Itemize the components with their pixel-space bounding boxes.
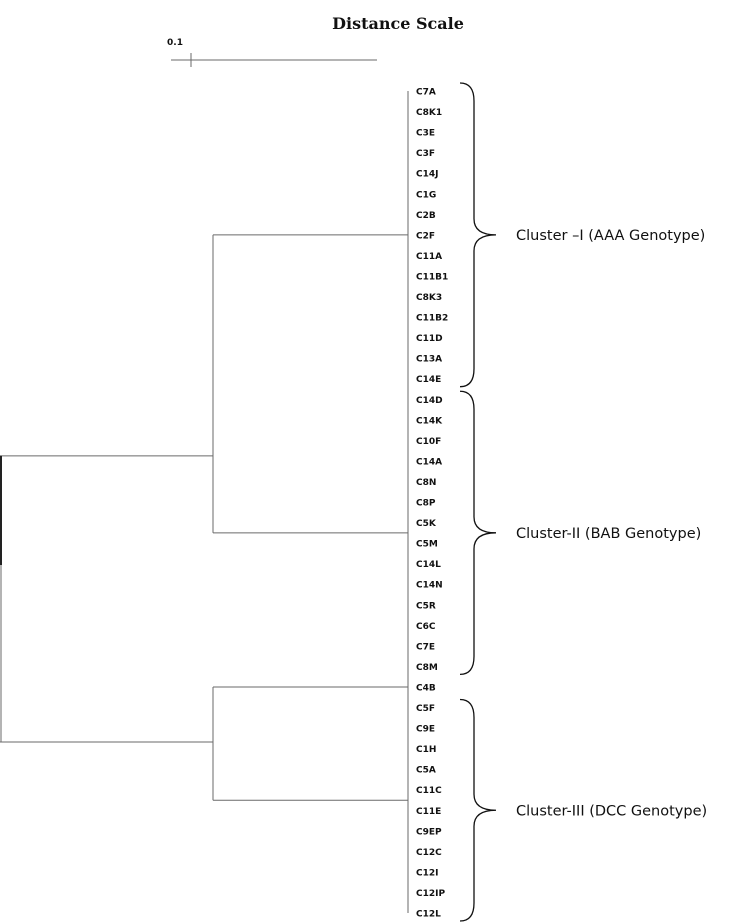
leaf-label: C9EP <box>416 827 442 837</box>
leaf-label: C7E <box>416 642 435 652</box>
leaf-label: C14J <box>416 170 438 180</box>
leaf-label: C3F <box>416 149 435 159</box>
leaf-label: C5A <box>416 766 436 776</box>
leaf-label: C2F <box>416 231 435 241</box>
leaf-label: C9E <box>416 725 435 735</box>
scale-label: 0.1 <box>167 38 183 48</box>
cluster-label: Cluster –I (AAA Genotype) <box>516 228 705 244</box>
leaf-label: C12C <box>416 848 442 858</box>
leaf-label: C14D <box>416 396 443 406</box>
leaf-label: C6C <box>416 622 436 632</box>
leaf-label: C8M <box>416 663 438 673</box>
diagram-title: Distance Scale <box>332 14 464 33</box>
cluster-brace <box>459 82 497 388</box>
leaf-label: C12IP <box>416 889 445 899</box>
leaf-label: C5K <box>416 519 437 529</box>
leaf-label: C1H <box>416 745 436 755</box>
leaf-label: C11E <box>416 807 441 817</box>
distance-scale-bar: 0.1 <box>167 38 377 67</box>
leaf-label: C8N <box>416 478 436 488</box>
leaf-label: C5R <box>416 601 436 611</box>
leaf-label: C8P <box>416 499 436 509</box>
leaf-label: C5F <box>416 704 435 714</box>
cluster-braces <box>459 82 497 922</box>
leaf-label: C11B1 <box>416 272 448 282</box>
leaf-label: C5M <box>416 540 438 550</box>
leaf-label: C14K <box>416 416 443 426</box>
leaf-label: C14E <box>416 375 441 385</box>
leaf-label: C8K3 <box>416 293 442 303</box>
leaf-label: C2B <box>416 211 436 221</box>
leaf-label: C1G <box>416 190 436 200</box>
leaf-label: C11A <box>416 252 442 262</box>
leaf-label: C14A <box>416 457 442 467</box>
cluster-brace <box>459 698 497 922</box>
cluster-label: Cluster-II (BAB Genotype) <box>516 526 701 542</box>
leaf-label: C14N <box>416 581 443 591</box>
cluster-label: Cluster-III (DCC Genotype) <box>516 803 707 819</box>
leaf-label: C3E <box>416 129 435 139</box>
leaf-label: C7A <box>416 88 436 98</box>
leaf-label: C11D <box>416 334 443 344</box>
leaf-label: C10F <box>416 437 441 447</box>
dendrogram-tree <box>0 91 409 913</box>
leaf-label: C8K1 <box>416 108 442 118</box>
cluster-labels: Cluster –I (AAA Genotype) Cluster-II (BAB… <box>516 228 707 819</box>
leaf-label: C4B <box>416 683 436 693</box>
leaf-label: C11B2 <box>416 314 448 324</box>
leaf-label: C13A <box>416 355 442 365</box>
leaf-label: C11C <box>416 786 442 796</box>
leaf-label: C14L <box>416 560 441 570</box>
leaf-label: C12L <box>416 910 441 920</box>
leaf-label: C12I <box>416 868 438 878</box>
cluster-brace <box>459 390 497 676</box>
